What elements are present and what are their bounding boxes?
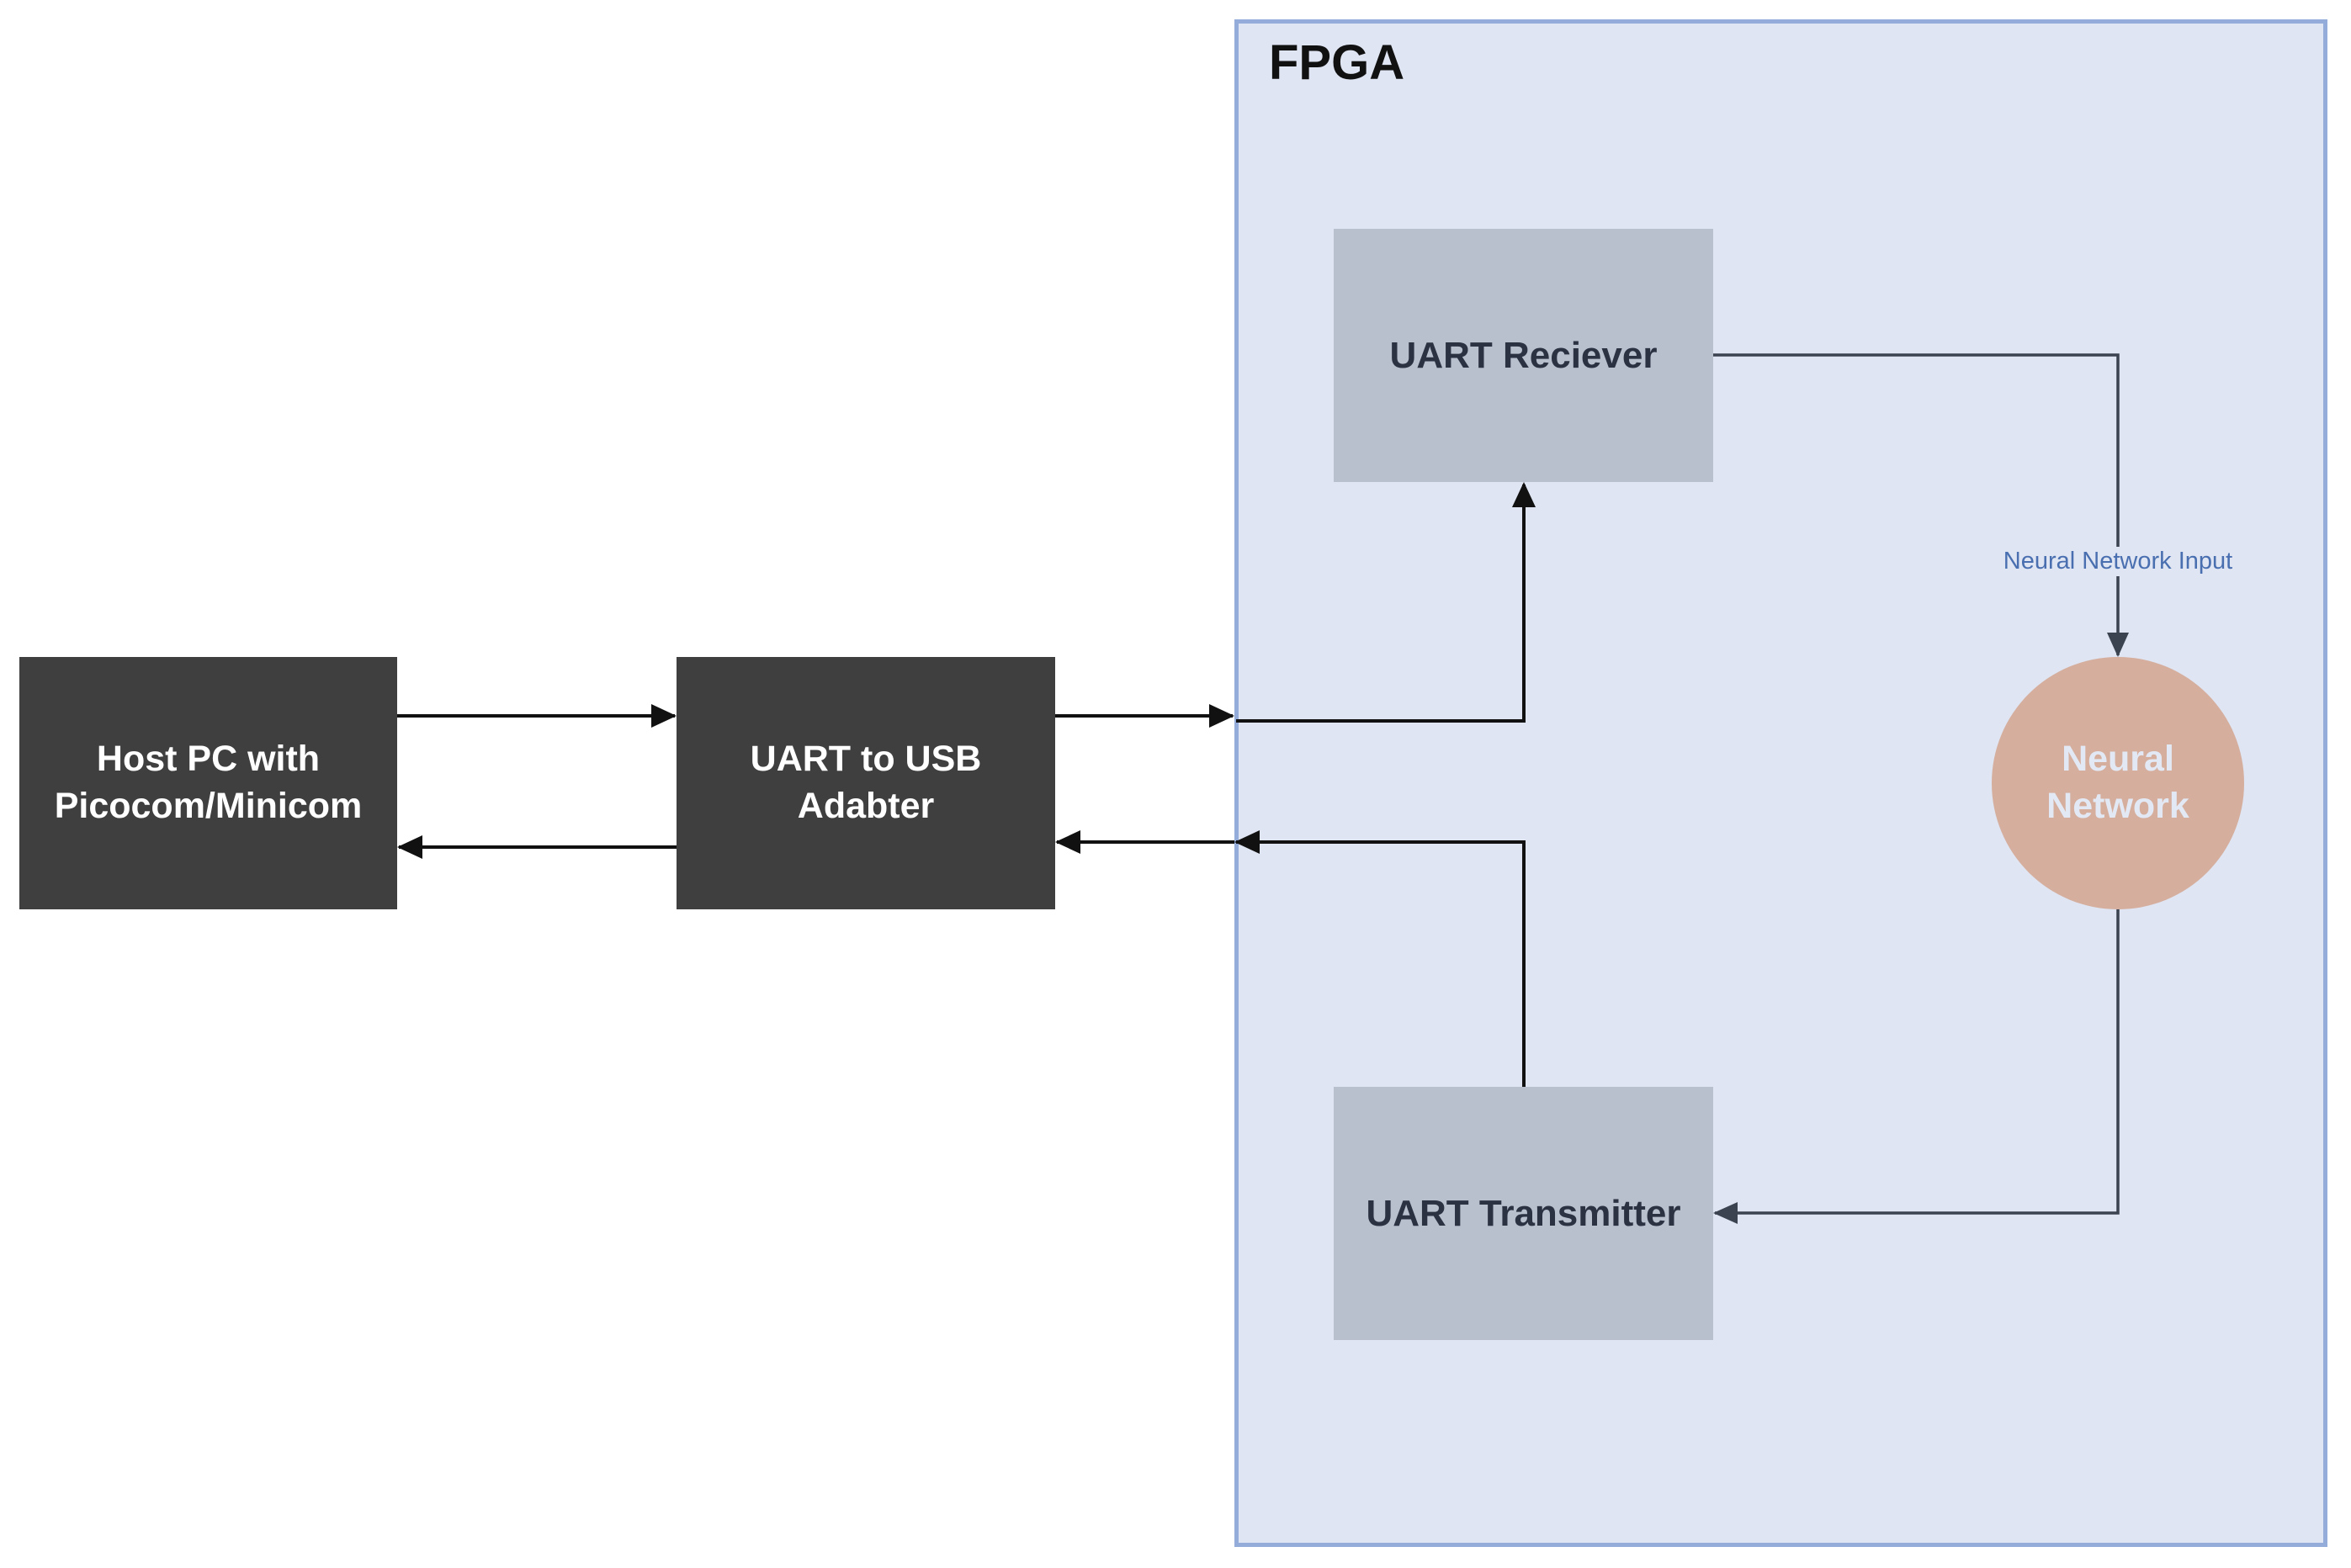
receiver-label: UART Reciever — [1389, 334, 1658, 376]
adapter-label: UART to USB Adabter — [750, 739, 982, 826]
neural-network-input-label: Neural Network Input — [1992, 547, 2244, 576]
uart-usb-adapter-block: UART to USB Adabter — [677, 657, 1055, 909]
uart-transmitter-block: UART Transmitter — [1334, 1087, 1713, 1340]
fpga-to-receiver-wire — [1236, 485, 1526, 723]
arrowhead — [1055, 830, 1080, 854]
neural-network-node: Neural Network — [1992, 657, 2244, 909]
arrowhead — [397, 835, 422, 859]
fpga-title: FPGA — [1269, 35, 1405, 90]
arrowhead — [651, 704, 677, 728]
receiver-to-neural-network-wire — [1713, 353, 2120, 655]
host-pc-label: Host PC with Picocom/Minicom — [54, 739, 363, 826]
arrowhead — [1713, 1202, 1738, 1224]
uart-receiver-block: UART Reciever — [1334, 229, 1713, 482]
arrowhead — [1512, 482, 1536, 507]
arrowhead — [1234, 830, 1260, 854]
neural-network-label: Neural Network — [2046, 739, 2189, 826]
neural-network-to-transmitter-wire — [1715, 909, 2120, 1215]
arrowhead — [2107, 633, 2129, 657]
transmitter-to-fpga-wire — [1236, 840, 1526, 1087]
transmitter-label: UART Transmitter — [1366, 1192, 1681, 1234]
arrowhead — [1209, 704, 1234, 728]
host-pc-block: Host PC with Picocom/Minicom — [19, 657, 397, 909]
